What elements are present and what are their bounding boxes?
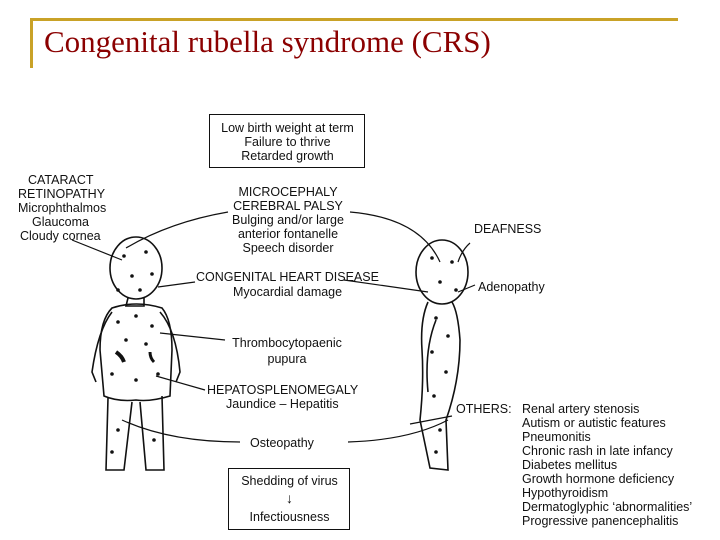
right-child-figure xyxy=(415,239,469,471)
others-item: Autism or autistic features xyxy=(522,416,666,430)
shedding-label: Shedding of virus xyxy=(241,474,338,488)
shedding-box xyxy=(228,468,350,530)
eye-label-retinopathy: RETINOPATHY xyxy=(18,187,106,201)
down-arrow-icon: ↓ xyxy=(286,490,293,506)
others-item: Progressive panencephalitis xyxy=(522,514,679,528)
left-child-figure xyxy=(91,236,181,471)
cns-label-bulging: Bulging and/or large xyxy=(232,213,344,227)
eye-label-cataract: CATARACT xyxy=(28,173,94,187)
others-item: Dermatoglyphic ‘abnormalities’ xyxy=(522,500,693,514)
adenopathy-label: Adenopathy xyxy=(478,280,545,294)
deafness-label: DEAFNESS xyxy=(474,222,542,236)
others-item: Pneumonitis xyxy=(522,430,591,444)
rash-spots xyxy=(110,250,458,454)
connector-lines xyxy=(71,211,476,443)
cns-label-microcephaly: MICROCEPHALY xyxy=(238,185,338,199)
title-frame xyxy=(30,18,678,70)
purpura-label-1: Thrombocytopaenic xyxy=(232,336,342,350)
birth-weight-box xyxy=(209,114,365,168)
retarded-growth-label: Retarded growth xyxy=(241,149,334,163)
eye-label-microphthalmos: Microphthalmos xyxy=(18,201,107,215)
liver-label-jaundice: Jaundice – Hepatitis xyxy=(226,397,339,411)
heart-label-myocardial: Myocardial damage xyxy=(233,285,343,299)
eye-label-cloudy-cornea: Cloudy cornea xyxy=(20,229,101,243)
failure-to-thrive-label: Failure to thrive xyxy=(244,135,331,149)
frame-top-rule xyxy=(30,18,678,21)
liver-label-hepatosplenomegaly: HEPATOSPLENOMEGALY xyxy=(207,383,359,397)
cns-label-speech-disorder: Speech disorder xyxy=(242,241,334,255)
others-item: Chronic rash in late infancy xyxy=(522,444,673,458)
eye-label-glaucoma: Glaucoma xyxy=(32,215,89,229)
heart-label-chd: CONGENITAL HEART DISEASE xyxy=(196,270,379,284)
others-item: Hypothyroidism xyxy=(522,486,609,500)
cns-label-cerebral-palsy: CEREBRAL PALSY xyxy=(233,199,343,213)
cns-label-fontanelle: anterior fontanelle xyxy=(237,227,339,241)
infectiousness-label: Infectiousness xyxy=(249,510,330,524)
purpura-label-2: pupura xyxy=(267,352,307,366)
others-item: Renal artery stenosis xyxy=(522,402,640,416)
bone-label-osteopathy: Osteopathy xyxy=(250,436,314,450)
others-item: Diabetes mellitus xyxy=(522,458,618,472)
others-item: Growth hormone deficiency xyxy=(522,472,675,486)
frame-left-rule xyxy=(30,18,33,68)
birth-weight-label: Low birth weight at term xyxy=(221,121,354,135)
others-heading: OTHERS: xyxy=(456,402,512,416)
slide-title: Congenital rubella syndrome (CRS) xyxy=(44,24,491,59)
